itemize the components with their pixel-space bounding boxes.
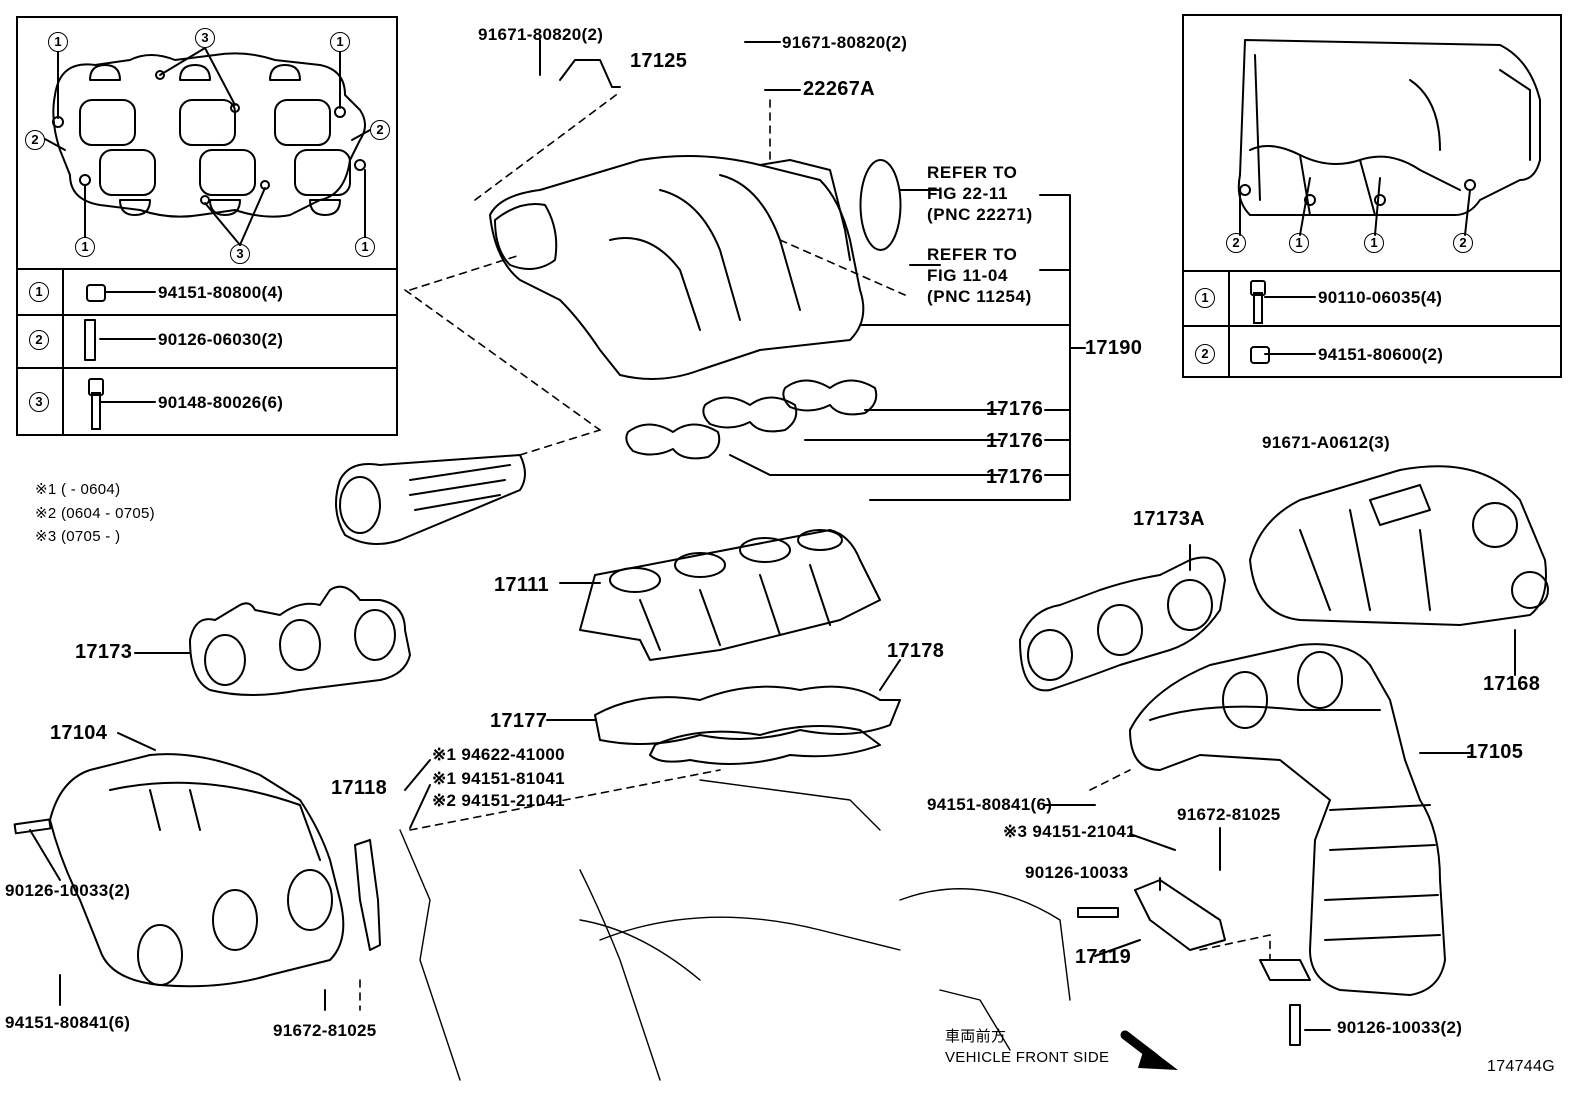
callout-90126-10033-left: 90126-10033(2) — [5, 881, 131, 900]
left-table-part: 94151-80800(4) — [158, 283, 284, 302]
intake-plenum-drawing — [489, 155, 902, 380]
left-table-num: 2 — [29, 330, 49, 350]
callout-94151-80841-left: 94151-80841(6) — [5, 1013, 131, 1032]
exhaust-gasket-left-drawing — [189, 585, 411, 696]
right-inset-marker: 1 — [1289, 233, 1309, 253]
right-table-part: 94151-80600(2) — [1318, 345, 1444, 364]
callout-17173a: 17173A — [1133, 508, 1205, 530]
callout-91672-81025-left: 91672-81025 — [273, 1021, 377, 1040]
callout-94151-80841-right: 94151-80841(6) — [927, 795, 1053, 814]
exhaust-gasket-right-drawing — [1019, 556, 1226, 692]
callout-17118: 17118 — [331, 777, 388, 799]
callout-17176-c: 17176 — [986, 466, 1044, 488]
right-inset-marker: 2 — [1226, 233, 1246, 253]
callout-17105: 17105 — [1466, 741, 1524, 763]
right-inset-manifold-drawing — [1237, 39, 1541, 236]
bracket-17118-drawing — [354, 839, 381, 951]
callout-17104: 17104 — [50, 722, 108, 744]
callout-94151-21041-right: ※3 94151-21041 — [1003, 822, 1136, 841]
callout-17176-a: 17176 — [986, 398, 1044, 420]
bolt-shank-icon — [91, 392, 101, 430]
left-inset-marker: 1 — [48, 32, 68, 52]
left-inset-marker: 2 — [370, 120, 390, 140]
bolt-icon — [88, 378, 104, 396]
left-table-row-divider — [16, 314, 398, 316]
callout-17177: 17177 — [490, 710, 548, 732]
intake-gaskets-drawing — [594, 685, 901, 765]
left-table-part: 90126-06030(2) — [158, 330, 284, 349]
callout-90126-10033-mid: 90126-10033 — [1025, 863, 1129, 882]
left-inset-marker: 1 — [330, 32, 350, 52]
heat-insulator-drawing — [1249, 465, 1549, 626]
callout-94151-81041: ※1 94151-81041 — [432, 769, 565, 788]
callout-17125: 17125 — [630, 50, 688, 72]
right-inset-divider — [1182, 270, 1562, 272]
callout-91671-80820-b: 91671-80820(2) — [782, 33, 908, 52]
throttle-body-drawing — [335, 454, 526, 545]
callout-94622-41000: ※1 94622-41000 — [432, 745, 565, 764]
left-table-col-divider — [62, 268, 64, 436]
note-3: ※3 (0705 - ) — [35, 528, 121, 545]
left-inset-divider — [16, 268, 398, 270]
callout-91672-81025-right: 91672-81025 — [1177, 805, 1281, 824]
refer-fig-22-11-line3: (PNC 22271) — [927, 205, 1033, 224]
figure-id: 174744G — [1487, 1058, 1555, 1075]
left-exhaust-manifold-drawing — [49, 753, 345, 988]
refer-fig-11-04-line1: REFER TO — [927, 245, 1018, 264]
engine-block-outline — [399, 779, 1071, 1081]
callout-17119: 17119 — [1075, 946, 1132, 968]
nut-icon — [86, 284, 106, 302]
callout-17190: 17190 — [1085, 337, 1143, 359]
right-table-col-divider — [1228, 270, 1230, 378]
callout-22267a: 22267A — [803, 78, 875, 100]
nut-icon — [1250, 346, 1270, 364]
callout-17168: 17168 — [1483, 673, 1541, 695]
note-2: ※2 (0604 - 0705) — [35, 505, 155, 522]
left-table-num: 1 — [29, 282, 49, 302]
right-table-part: 90110-06035(4) — [1318, 288, 1443, 307]
refer-fig-22-11-line2: FIG 22-11 — [927, 184, 1008, 203]
callout-91671-a0612: 91671-A0612(3) — [1262, 433, 1391, 452]
left-inset-gasket-drawing — [44, 47, 371, 246]
refer-fig-22-11-line1: REFER TO — [927, 163, 1018, 182]
studs-drawing — [13, 319, 1301, 1046]
right-inset-box — [1182, 14, 1562, 378]
bracket-17119-drawing — [1134, 879, 1226, 951]
right-table-num: 2 — [1195, 344, 1215, 364]
bolt-icon — [1250, 280, 1266, 296]
left-inset-box — [16, 16, 398, 436]
runner-gaskets-drawing — [625, 379, 878, 460]
callout-91671-80820-a: 91671-80820(2) — [478, 25, 604, 44]
note-1: ※1 ( - 0604) — [35, 481, 121, 498]
callout-17173: 17173 — [75, 641, 133, 663]
left-inset-marker: 2 — [25, 130, 45, 150]
right-inset-marker: 1 — [1364, 233, 1384, 253]
left-table-part: 90148-80026(6) — [158, 393, 284, 412]
left-inset-marker: 1 — [75, 237, 95, 257]
lower-intake-drawing — [579, 529, 881, 661]
right-table-num: 1 — [1195, 288, 1215, 308]
callout-17178: 17178 — [887, 640, 945, 662]
refer-fig-11-04-line3: (PNC 11254) — [927, 287, 1032, 306]
left-table-num: 3 — [29, 392, 49, 412]
left-inset-marker: 3 — [230, 244, 250, 264]
right-inset-marker: 2 — [1453, 233, 1473, 253]
right-table-row-divider — [1182, 325, 1562, 327]
callout-17176-b: 17176 — [986, 430, 1044, 452]
left-inset-marker: 3 — [195, 28, 215, 48]
left-inset-marker: 1 — [355, 237, 375, 257]
bolt-shank-icon — [1253, 292, 1263, 324]
refer-fig-11-04-line2: FIG 11-04 — [927, 266, 1008, 285]
callout-17111: 17111 — [494, 574, 549, 596]
vehicle-front-jp: 車両前方 — [945, 1027, 1007, 1045]
callout-94151-21041-left: ※2 94151-21041 — [432, 791, 565, 810]
right-exhaust-manifold-drawing — [1129, 643, 1446, 996]
callout-90126-10033-right: 90126-10033(2) — [1337, 1018, 1463, 1037]
vehicle-front-en: VEHICLE FRONT SIDE — [945, 1049, 1110, 1066]
left-table-row-divider — [16, 367, 398, 369]
